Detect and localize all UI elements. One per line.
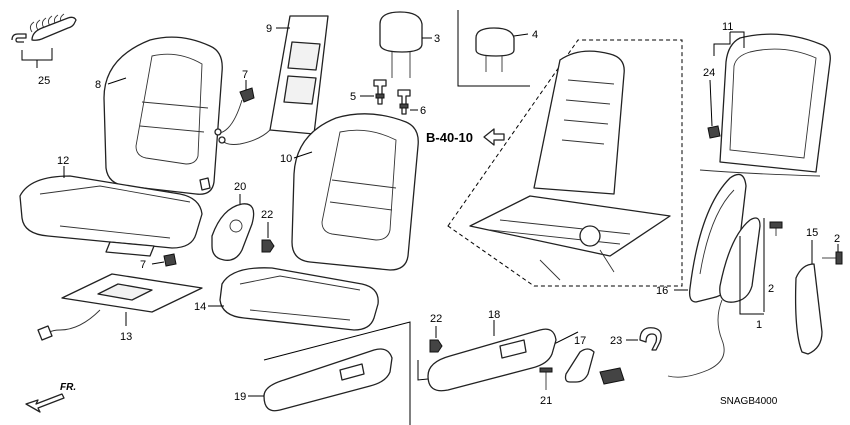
part-12-seat-cushion-cover xyxy=(19,175,203,257)
reference-arrow-icon xyxy=(483,128,505,146)
callout-12: 12 xyxy=(57,155,69,167)
callout-7-lower: 7 xyxy=(140,259,146,271)
callout-7-upper: 7 xyxy=(242,69,248,81)
part-22-lower-clip xyxy=(429,339,443,353)
callout-3: 3 xyxy=(434,33,440,45)
callout-4: 4 xyxy=(532,29,538,41)
callout-2-right: 2 xyxy=(834,233,840,245)
callout-17: 17 xyxy=(574,335,586,347)
part-18-side-trim xyxy=(417,328,579,392)
part-25-clip-set xyxy=(11,13,77,68)
callout-1: 1 xyxy=(756,319,762,331)
callout-13: 13 xyxy=(120,331,132,343)
part-19-outer-trim xyxy=(263,321,411,425)
callout-2-left: 2 xyxy=(768,283,774,295)
part-15-side-trim xyxy=(794,263,823,355)
callout-5: 5 xyxy=(350,91,356,103)
part-17-knob-cover xyxy=(564,348,595,383)
part-2-screw-right xyxy=(822,251,843,265)
callout-21: 21 xyxy=(540,395,552,407)
part-23-clip xyxy=(639,327,662,351)
part-7-upper-clip xyxy=(214,87,255,136)
part-20-recliner-cover xyxy=(211,203,255,261)
callout-24: 24 xyxy=(703,67,715,79)
part-21-screw xyxy=(539,367,553,390)
callout-labels: 25 8 7 9 3 5 6 4 10 11 24 12 20 22 7 14 … xyxy=(38,21,840,407)
callout-25: 25 xyxy=(38,75,50,87)
part-2-screw-left xyxy=(769,221,783,236)
part-22-upper-clip xyxy=(261,239,275,253)
part-10-seat-back-pad xyxy=(291,113,419,271)
part-7-lower-clip xyxy=(163,253,177,267)
part-9-heater-pad xyxy=(218,15,329,145)
callout-20: 20 xyxy=(234,181,246,193)
callout-11: 11 xyxy=(722,21,733,33)
reference-label: B-40-10 xyxy=(426,130,473,145)
callout-14: 14 xyxy=(194,301,206,313)
reference-b-40-10: B-40-10 xyxy=(426,128,505,146)
part-11-seat-back-frame xyxy=(699,33,831,177)
diagram-code: SNAGB4000 xyxy=(720,396,778,407)
part-4-headrest-boxed xyxy=(457,10,530,87)
callout-9: 9 xyxy=(266,23,272,35)
part-5-headrest-guide xyxy=(373,79,387,105)
callout-10: 10 xyxy=(280,153,292,165)
callout-6: 6 xyxy=(420,105,426,117)
part-14-seat-cushion-pad xyxy=(219,267,379,331)
callout-22-upper: 22 xyxy=(261,209,273,221)
callout-16: 16 xyxy=(656,285,668,297)
part-13-heater-mat xyxy=(37,273,203,341)
callout-22-lower: 22 xyxy=(430,313,442,325)
part-8-seat-back-cover xyxy=(103,36,223,195)
front-label: FR. xyxy=(60,382,76,393)
part-3-headrest xyxy=(379,11,423,78)
callout-15: 15 xyxy=(806,227,818,239)
callout-19: 19 xyxy=(234,391,246,403)
front-direction-indicator: FR. xyxy=(25,382,76,413)
callout-8: 8 xyxy=(95,79,101,91)
front-arrow-icon xyxy=(25,393,65,413)
part-6-headrest-guide xyxy=(397,89,411,115)
frame-assembly-group xyxy=(447,39,683,287)
callout-18: 18 xyxy=(488,309,500,321)
callout-23: 23 xyxy=(610,335,622,347)
part-24-clip xyxy=(707,125,721,139)
